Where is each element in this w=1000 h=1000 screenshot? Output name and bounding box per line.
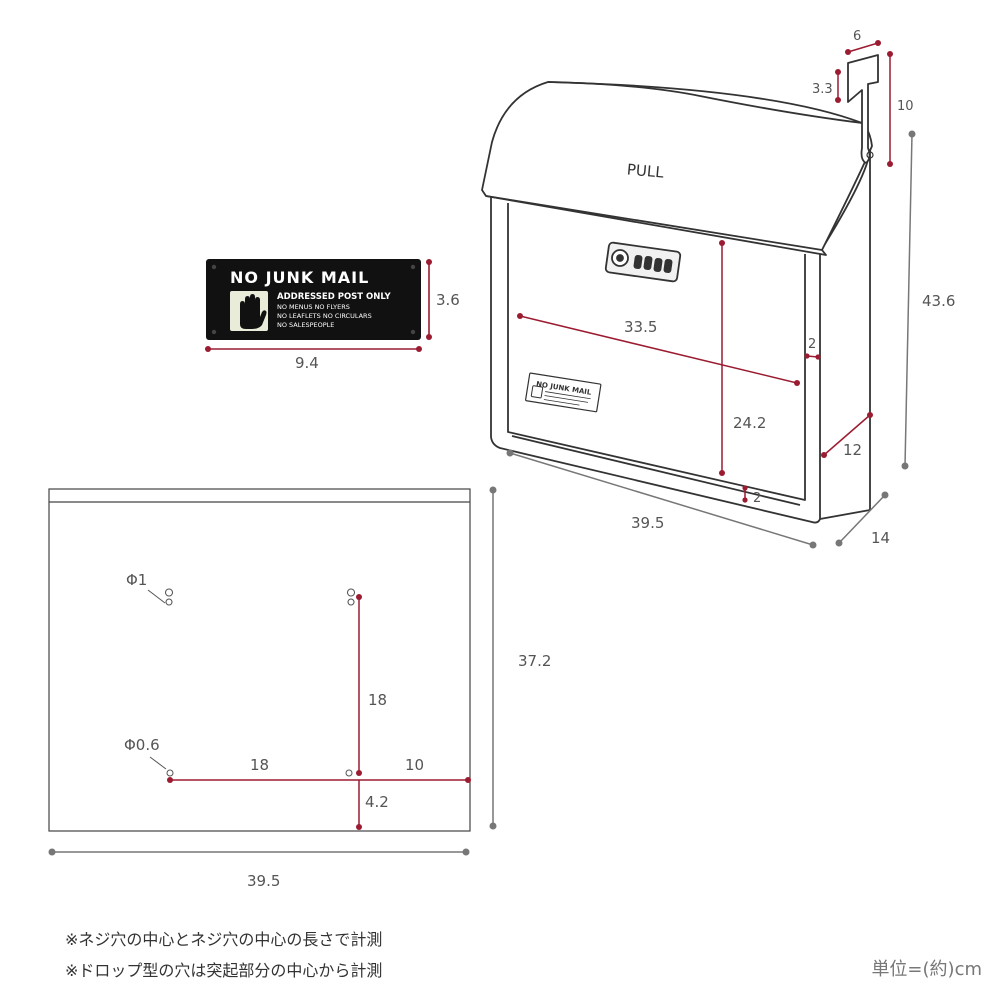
dim-dot	[416, 346, 422, 352]
panel-height-label: 37.2	[518, 652, 551, 670]
plate-screw	[410, 264, 416, 270]
hand-stop-icon	[230, 291, 268, 331]
bottom-offset-label: 4.2	[365, 793, 389, 811]
mailbox-dimensions: 6 3.3 10 43.6 33.5 2 24.2 12 2	[506, 29, 955, 549]
note-screw-hole-measure: ※ネジ穴の中心とネジ穴の中心の長さで計測	[65, 930, 383, 949]
plate-line-1: NO MENUS NO FLYERS	[277, 303, 350, 311]
back-panel-body	[48, 488, 471, 832]
hole-small-label: Φ0.6	[124, 736, 160, 754]
opening-height-label: 24.2	[733, 414, 766, 432]
plate-subtitle: ADDRESSED POST ONLY	[277, 292, 391, 302]
plate-width-label: 9.4	[295, 354, 319, 372]
dim-dot	[205, 346, 211, 352]
hole-large-label: Φ1	[126, 571, 147, 589]
flag-height-label: 10	[897, 99, 914, 114]
plate-screw	[211, 264, 217, 270]
right-gap-label: 2	[808, 337, 816, 352]
dial-lock-keyhole	[616, 254, 624, 262]
mailbox-lid-curve	[547, 81, 863, 124]
hole-small-right	[345, 769, 353, 777]
total-height-label: 43.6	[922, 292, 955, 310]
plate-line-3: NO SALESPEOPLE	[277, 321, 334, 329]
panel-width-label: 39.5	[247, 872, 280, 890]
unit-label: 単位=(約)cm	[871, 959, 982, 980]
dial-digit	[643, 255, 653, 271]
keyhole-large-right	[347, 588, 355, 606]
right-offset-label: 10	[405, 756, 424, 774]
plate-screw	[410, 329, 416, 335]
dial-digit	[663, 258, 673, 274]
dim-dot	[426, 259, 432, 265]
dial-digit	[653, 257, 663, 273]
depth-label: 14	[871, 529, 890, 547]
flag-offset-label: 3.3	[812, 82, 833, 97]
no-junk-mail-plate: NO JUNK MAIL ADDRESSED POST ONLY NO MENU…	[205, 259, 460, 372]
horizontal-spacing-label: 18	[250, 756, 269, 774]
flag-pivot	[866, 151, 874, 159]
keyhole-large-left	[165, 588, 173, 606]
plate-screw	[211, 329, 217, 335]
mini-plate	[525, 372, 602, 413]
mailbox-lid-edge	[485, 195, 823, 251]
hole-small-left	[166, 769, 174, 777]
slot-width-label: 33.5	[624, 318, 657, 336]
mailbox-flag	[847, 54, 879, 164]
mailbox-front-frame-inner	[511, 435, 801, 506]
vertical-spacing-label: 18	[368, 691, 387, 709]
plate-title: NO JUNK MAIL	[230, 268, 369, 287]
pull-label: PULL	[626, 160, 665, 181]
dim-dot	[426, 334, 432, 340]
bottom-gap-label: 2	[753, 491, 761, 506]
plate-height-label: 3.6	[436, 291, 460, 309]
side-depth-label: 12	[843, 441, 862, 459]
note-drop-hole-measure: ※ドロップ型の穴は突起部分の中心から計測	[65, 961, 383, 980]
plate-line-2: NO LEAFLETS NO CIRCULARS	[277, 312, 372, 320]
flag-width-label: 6	[853, 29, 861, 44]
back-panel: Φ1 Φ0.6 18 18 10 4.2 37.2 39.5	[48, 486, 551, 890]
dial-digit	[633, 254, 643, 270]
mailbox-drawing	[481, 54, 879, 524]
mailbox-front-frame	[507, 203, 806, 501]
width-label: 39.5	[631, 514, 664, 532]
